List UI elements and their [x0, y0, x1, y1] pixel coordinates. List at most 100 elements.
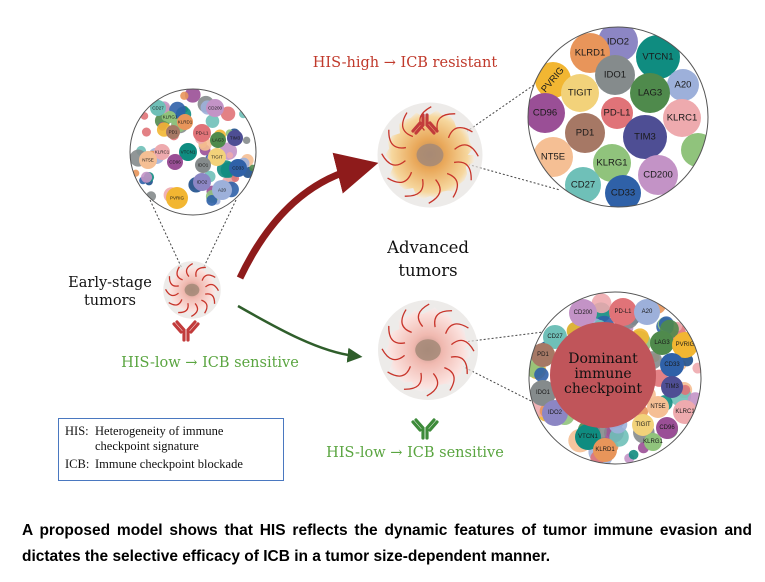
svg-text:PD-L1: PD-L1 — [196, 131, 209, 136]
svg-text:KLRC1: KLRC1 — [667, 113, 698, 124]
checkpoint-bubble-cd200: CD200 — [206, 99, 224, 117]
checkpoint-bubble-pd-l1: PD-L1 — [601, 97, 633, 129]
checkpoint-bubble-nt5e: NT5E — [647, 396, 669, 418]
filler-bubble — [141, 127, 151, 137]
svg-text:CD96: CD96 — [169, 160, 181, 165]
blood-vessel — [387, 171, 413, 184]
checkpoint-bubble-klrc1: KLRC1 — [154, 144, 170, 160]
svg-text:PD1: PD1 — [169, 130, 178, 135]
blood-vessel — [201, 299, 208, 314]
svg-text:TIM3: TIM3 — [230, 136, 241, 141]
svg-text:PD-L1: PD-L1 — [614, 309, 632, 315]
checkpoint-bubble-tigit: TIGIT — [632, 414, 654, 436]
checkpoint-bubble-tim3: TIM3 — [661, 376, 683, 398]
checkpoint-bubble-cd96: CD96 — [656, 417, 678, 439]
blood-vessel — [205, 293, 216, 304]
blood-vessel — [436, 113, 456, 132]
checkpoint-bubble-ido1: IDO1 — [530, 380, 556, 406]
checkpoint-bubble-ido1: IDO1 — [595, 55, 635, 95]
checkpoint-bubble-nt5e: NT5E — [139, 151, 157, 169]
svg-text:VTCN1: VTCN1 — [642, 52, 673, 63]
svg-text:A20: A20 — [675, 80, 692, 91]
filler-bubble — [206, 195, 218, 206]
checkpoint-bubble-pd-l1: PD-L1 — [193, 124, 211, 142]
svg-text:LAG3: LAG3 — [212, 138, 224, 143]
checkpoint-bubble-vtcn1: VTCN1 — [636, 35, 680, 79]
checkpoint-bubble-vtcn1: VTCN1 — [575, 424, 601, 450]
svg-text:CD33: CD33 — [611, 188, 635, 199]
blood-vessel — [404, 178, 424, 197]
svg-text:KLRD1: KLRD1 — [575, 48, 606, 59]
figure-caption: A proposed model shows that HIS reflects… — [22, 522, 752, 565]
advanced-label-2: tumors — [398, 261, 457, 280]
blood-vessel — [164, 288, 179, 297]
blood-vessel — [428, 179, 441, 204]
svg-text:KLRG1: KLRG1 — [643, 439, 663, 445]
svg-text:A20: A20 — [642, 309, 653, 315]
svg-text:CD96: CD96 — [659, 425, 675, 431]
dominant-label: Dominant — [568, 351, 638, 367]
checkpoint-bubble-cd33: CD33 — [229, 159, 247, 177]
svg-text:CD33: CD33 — [664, 362, 680, 368]
svg-text:LAG3: LAG3 — [638, 88, 662, 99]
blood-vessel — [403, 372, 422, 390]
svg-text:KLRC1: KLRC1 — [675, 409, 695, 415]
checkpoint-bubble-klrg1: KLRG1 — [643, 433, 663, 451]
blood-vessel — [426, 372, 439, 397]
checkpoint-bubble-cd27: CD27 — [565, 167, 601, 203]
filler-bubble — [141, 171, 153, 183]
svg-text:CD33: CD33 — [232, 166, 244, 171]
blood-vessel — [201, 274, 216, 281]
early-stage-label-1: Early-stage — [68, 275, 152, 291]
blood-vessel — [401, 309, 412, 334]
blood-vessel — [453, 161, 472, 181]
checkpoint-bubble-klrd1: KLRD1 — [593, 438, 617, 462]
blood-vessel — [205, 283, 220, 292]
early-his-low-label: HIS-low → ICB sensitive — [121, 355, 299, 371]
svg-text:A20: A20 — [218, 188, 227, 193]
checkpoint-bubble-klrg1: KLRG1 — [163, 111, 178, 123]
checkpoint-bubble-cd33: CD33 — [605, 175, 641, 207]
blood-vessel — [168, 299, 183, 306]
blood-vessel — [387, 366, 412, 377]
progression-arrow-sensitive — [237, 304, 363, 363]
checkpoint-bubble-cd96: CD96 — [528, 93, 565, 133]
blood-vessel — [447, 126, 473, 139]
svg-text:CD27: CD27 — [547, 334, 563, 340]
blood-vessel — [168, 276, 179, 287]
svg-text:CD200: CD200 — [574, 310, 593, 316]
blood-vessel — [195, 266, 206, 277]
legend-his: HIS: Heterogeneity of immune checkpoint … — [65, 424, 277, 454]
blood-vessel — [444, 323, 469, 334]
checkpoint-bubble-a20: A20 — [667, 69, 699, 101]
checkpoint-bubble-pd1: PD1 — [166, 125, 180, 139]
advanced-his-low-label: HIS-low → ICB sensitive — [326, 445, 504, 461]
svg-text:CD200: CD200 — [643, 170, 673, 181]
blood-vessel — [190, 303, 199, 318]
svg-text:CD27: CD27 — [571, 180, 595, 191]
checkpoint-bubble-tigit: TIGIT — [208, 148, 226, 166]
filler-bubble — [534, 367, 549, 382]
svg-text:KLRG1: KLRG1 — [596, 158, 627, 169]
checkpoint-bubble-klrg1: KLRG1 — [593, 144, 631, 182]
dominant-label: checkpoint — [564, 381, 642, 397]
antibody-icon — [172, 320, 200, 342]
svg-text:CD27: CD27 — [152, 106, 164, 111]
checkpoint-bubble-klrc1: KLRC1 — [673, 400, 697, 424]
checkpoint-bubble-vtcn1: VTCN1 — [179, 143, 197, 161]
legend-icb: ICB: Immune checkpoint blockade — [65, 457, 277, 472]
svg-text:KLRD1: KLRD1 — [178, 120, 193, 125]
blood-vessel — [401, 112, 414, 138]
svg-text:CD200: CD200 — [208, 106, 223, 111]
blood-vessel — [185, 262, 194, 277]
checkpoint-bubble-cd96: CD96 — [167, 154, 183, 170]
svg-text:PVRIG: PVRIG — [676, 342, 695, 348]
advanced-label-1: Advanced — [386, 238, 469, 257]
early-stage-label-2: tumors — [84, 293, 136, 309]
blood-vessel — [388, 129, 407, 149]
advanced-tumor-resistant — [377, 102, 483, 208]
svg-text:NT5E: NT5E — [541, 152, 565, 163]
his-high-label: HIS-high → ICB resistant — [313, 55, 498, 71]
svg-text:NT5E: NT5E — [142, 158, 154, 163]
